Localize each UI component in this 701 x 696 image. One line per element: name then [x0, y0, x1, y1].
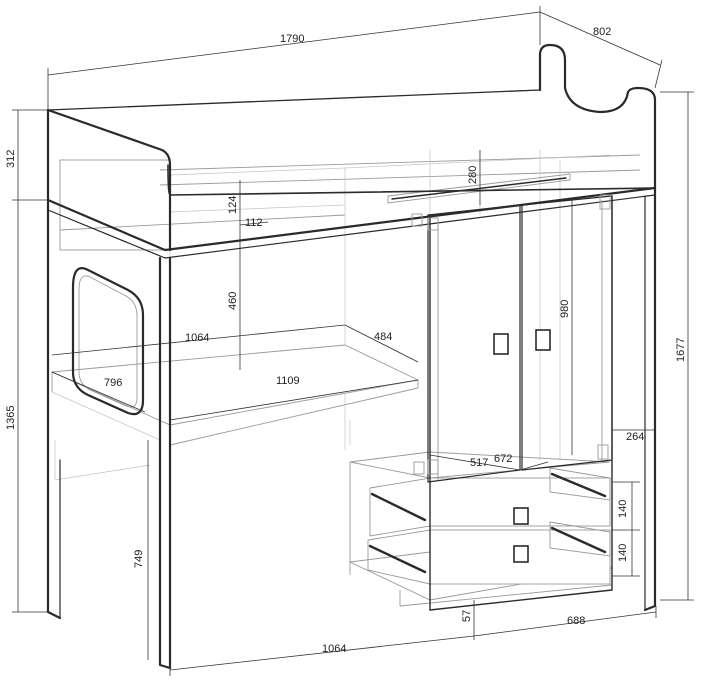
- dim-shelf-gap: 124: [227, 196, 239, 214]
- dim-desk-clearance: 460: [227, 292, 239, 310]
- dimension-lines: [12, 6, 694, 676]
- dimension-labels: 1790 802 312 1365 1677 124 112 280 460 1…: [5, 26, 687, 655]
- door-left-handle: [493, 333, 509, 355]
- dim-inner-width: 672: [494, 453, 512, 465]
- door-right-handle: [535, 329, 551, 351]
- hanging-rod: [387, 173, 571, 204]
- dim-desk-width-upper: 1064: [185, 332, 209, 344]
- dim-hanging-space: 280: [467, 166, 479, 184]
- dim-desk-height: 749: [133, 550, 145, 568]
- drawer-bottom-handle: [513, 545, 529, 563]
- dim-desk-length: 1109: [276, 375, 300, 387]
- upper-shelf-box: [59, 159, 171, 251]
- dim-desk-front: 796: [104, 377, 122, 389]
- dim-drawer-top: 140: [617, 500, 629, 518]
- dim-drawer-bottom: 140: [617, 544, 629, 562]
- drawers: [367, 467, 611, 585]
- dim-desk-depth: 484: [374, 331, 392, 343]
- dim-wardrobe-width: 688: [567, 615, 585, 627]
- dim-width-total: 1790: [280, 33, 304, 45]
- dim-desk-width-lower: 1064: [322, 643, 346, 655]
- dim-inner-depth: 517: [470, 457, 488, 469]
- dim-shelf-depth: 112: [245, 217, 263, 229]
- dim-door-height: 980: [559, 300, 571, 318]
- drawer-top-handle: [513, 507, 529, 525]
- dim-lower-height: 1365: [5, 406, 17, 430]
- dim-side-depth: 264: [626, 431, 644, 443]
- dim-guard-height: 312: [5, 150, 17, 168]
- dim-depth-total: 802: [593, 26, 611, 38]
- dim-total-height: 1677: [675, 338, 687, 362]
- dim-plinth: 57: [461, 610, 473, 622]
